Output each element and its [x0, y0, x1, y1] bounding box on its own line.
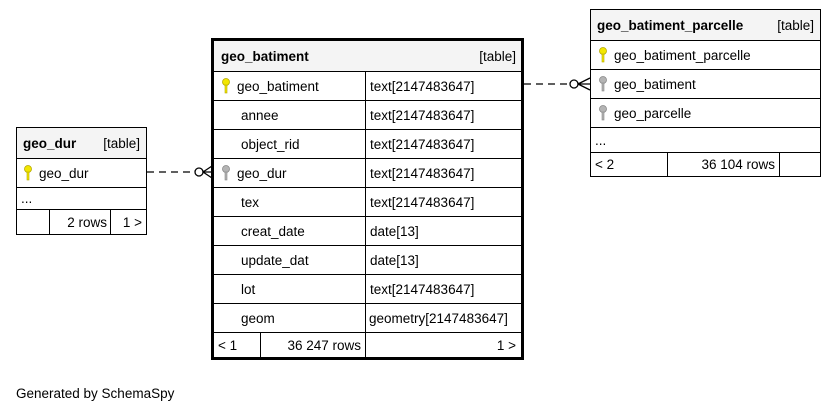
column-name: geo_batiment	[237, 78, 319, 94]
footer-children: 1 >	[110, 210, 146, 234]
footer-parents: < 2	[595, 157, 615, 172]
column-row[interactable]: geom geometry[2147483647]	[214, 303, 521, 332]
table-footer: 2 rows 1 >	[17, 209, 146, 234]
primary-key-icon	[23, 165, 33, 181]
column-row[interactable]: tex text[2147483647]	[214, 187, 521, 216]
column-row[interactable]: object_rid text[2147483647]	[214, 129, 521, 158]
row-count: 36 104 rows	[667, 153, 779, 176]
foreign-key-icon	[598, 105, 608, 121]
column-name: geo_batiment_parcelle	[614, 47, 751, 63]
table-type: [table]	[103, 135, 140, 151]
footer-parents	[17, 210, 49, 234]
edge-geo_batiment-to-geo_dur	[147, 165, 213, 179]
column-row[interactable]: annee text[2147483647]	[214, 100, 521, 129]
column-row[interactable]: lot text[2147483647]	[214, 274, 521, 303]
column-name: tex	[241, 194, 260, 210]
table-name: geo_batiment_parcelle	[597, 17, 744, 33]
column-type: text[2147483647]	[365, 101, 521, 129]
row-count: 36 247 rows	[260, 333, 365, 357]
column-name: creat_date	[241, 223, 305, 239]
more-columns: ...	[591, 127, 820, 152]
column-row[interactable]: geo_dur text[2147483647]	[214, 158, 521, 187]
foreign-key-icon	[221, 165, 231, 181]
column-name: geo_batiment	[614, 76, 696, 92]
table-footer: < 2 36 104 rows	[591, 152, 820, 176]
column-name: geo_dur	[237, 165, 287, 181]
column-row[interactable]: geo_batiment_parcelle	[591, 40, 820, 69]
column-name: annee	[241, 107, 279, 123]
column-name: geo_parcelle	[614, 105, 692, 121]
edge-geo_batiment_parcelle-to-geo_batiment	[524, 77, 591, 91]
column-type: text[2147483647]	[365, 188, 521, 216]
column-name: object_rid	[241, 136, 300, 152]
table-header: geo_batiment_parcelle [table]	[591, 10, 820, 40]
footer-children	[779, 153, 820, 176]
more-columns: ...	[17, 187, 146, 209]
table-name: geo_dur	[23, 135, 77, 151]
column-name: update_dat	[241, 252, 309, 268]
column-row[interactable]: geo_dur	[17, 158, 146, 187]
table-type: [table]	[479, 48, 516, 64]
footer-children: 1 >	[365, 333, 521, 357]
column-type: text[2147483647]	[365, 159, 521, 187]
table-footer: < 1 36 247 rows 1 >	[214, 332, 521, 357]
column-row[interactable]: geo_batiment text[2147483647]	[214, 71, 521, 100]
table-geo_batiment[interactable]: geo_batiment [table] geo_batiment text[2…	[211, 38, 524, 360]
table-geo_dur[interactable]: geo_dur [table] geo_dur ... 2 rows 1 >	[16, 127, 147, 235]
primary-key-icon	[598, 47, 608, 63]
column-type: date[13]	[365, 246, 521, 274]
column-type: geometry[2147483647]	[365, 304, 521, 332]
column-type: text[2147483647]	[365, 130, 521, 158]
primary-key-icon	[221, 78, 231, 94]
generated-by-label: Generated by SchemaSpy	[16, 386, 175, 401]
table-geo_batiment_parcelle[interactable]: geo_batiment_parcelle [table] geo_batime…	[590, 9, 821, 177]
column-type: text[2147483647]	[365, 275, 521, 303]
column-name: lot	[241, 281, 256, 297]
table-header: geo_dur [table]	[17, 128, 146, 158]
column-type: date[13]	[365, 217, 521, 245]
column-row[interactable]: geo_parcelle	[591, 98, 820, 127]
foreign-key-icon	[598, 76, 608, 92]
table-type: [table]	[777, 17, 814, 33]
footer-parents: < 1	[218, 337, 238, 353]
row-count: 2 rows	[49, 210, 110, 234]
table-header: geo_batiment [table]	[214, 41, 521, 71]
column-row[interactable]: geo_batiment	[591, 69, 820, 98]
column-row[interactable]: update_dat date[13]	[214, 245, 521, 274]
column-name: geom	[241, 310, 275, 326]
column-type: text[2147483647]	[365, 72, 521, 100]
column-name: geo_dur	[39, 165, 89, 181]
table-name: geo_batiment	[221, 48, 309, 64]
column-row[interactable]: creat_date date[13]	[214, 216, 521, 245]
